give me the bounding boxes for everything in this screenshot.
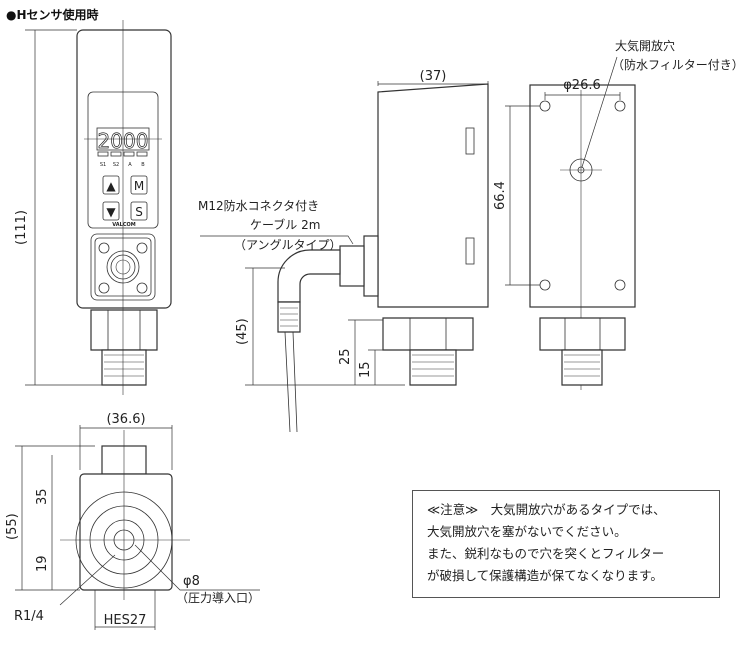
dim-vertical: 66.4: [493, 181, 508, 210]
port-label: （圧力導入口）: [176, 591, 260, 605]
led-label-b: B: [141, 162, 145, 168]
led-label-s2: S2: [113, 162, 119, 168]
thread-label: R1/4: [14, 609, 44, 624]
connector-label-2: ケーブル 2m: [250, 217, 320, 232]
dim-15: 15: [358, 361, 373, 378]
dim-55: (55): [5, 513, 20, 540]
set-button: S: [135, 205, 143, 219]
caution-note: ≪注意≫ 大気開放穴があるタイプでは、 大気開放穴を塞がないでください。 また、…: [412, 490, 720, 598]
side-view: (37) M12防水コネクタ付き ケーブル 2m （アングルタイプ） (45) …: [198, 69, 489, 433]
connector-label-1: M12防水コネクタ付き: [198, 198, 319, 213]
note-line: また、鋭利なもので穴を突くとフィルター: [427, 546, 665, 561]
hex-label: HES27: [104, 613, 147, 628]
dim-45: (45): [235, 318, 250, 345]
note-line: 大気開放穴を塞がないでください。: [427, 524, 627, 539]
dim-35: 35: [35, 488, 50, 505]
note-line: が破損して保護構造が保てなくなります。: [427, 568, 663, 583]
front-view: 2000 S1 S2 A B ▲ M ▼ S VALCOM (111): [14, 20, 172, 395]
mode-button: M: [134, 179, 144, 193]
led-label-a: A: [128, 162, 132, 168]
dim-19: 19: [35, 555, 50, 572]
connector-label-3: （アングルタイプ）: [234, 238, 342, 252]
note-line: ≪注意≫ 大気開放穴があるタイプでは、: [427, 502, 666, 517]
brand-logo: VALCOM: [112, 222, 136, 228]
led-label-s1: S1: [100, 162, 106, 168]
dim-width: (36.6): [106, 412, 145, 427]
down-button: ▼: [106, 205, 116, 219]
vent-label-2: （防水フィルター付き）: [612, 57, 744, 72]
dim-pitch: φ26.6: [563, 78, 601, 93]
dim-depth: (37): [420, 69, 447, 84]
vent-label-1: 大気開放穴: [615, 38, 675, 53]
dim-height: (111): [14, 210, 29, 245]
up-button: ▲: [106, 179, 116, 193]
dim-25: 25: [338, 348, 353, 365]
port-dia: φ8: [183, 574, 200, 589]
back-view: φ26.6 66.4 大気開放穴 （防水フィルター付き）: [493, 38, 744, 390]
section-title: ●Hセンサ使用時: [6, 8, 99, 22]
bottom-view: (36.6) (55) 35 19 R1/4 HES27 φ8 （圧力導入口）: [5, 412, 260, 630]
